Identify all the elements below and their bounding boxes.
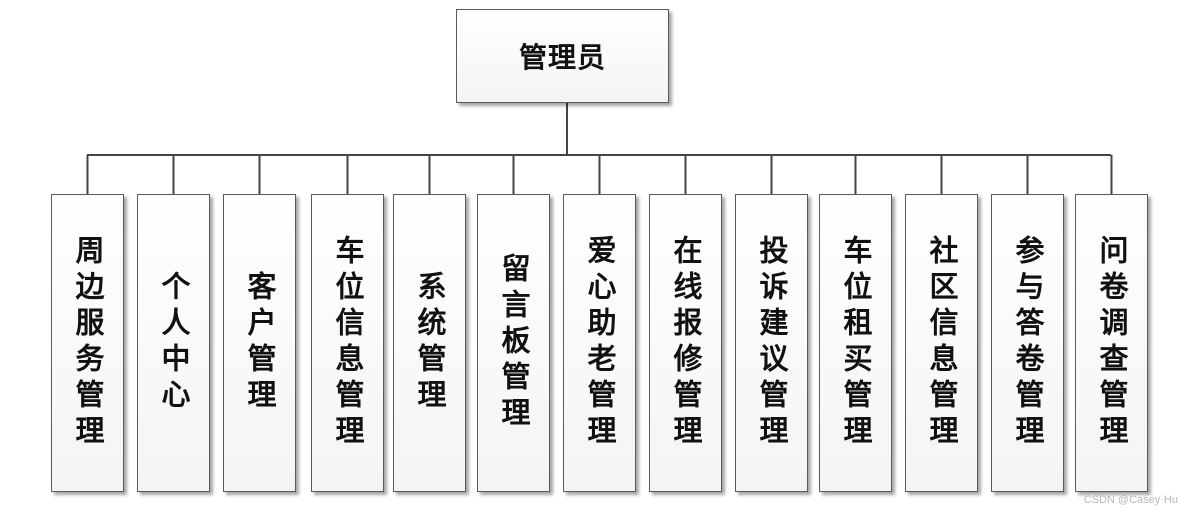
- child-node: 系统管理: [393, 194, 466, 492]
- child-node-label: 系统管理: [413, 271, 447, 415]
- child-node: 周边服务管理: [51, 194, 124, 492]
- child-node-label: 客户管理: [243, 271, 277, 415]
- child-node: 客户管理: [223, 194, 296, 492]
- child-node: 车位信息管理: [311, 194, 384, 492]
- child-node-label: 个人中心: [157, 271, 191, 415]
- child-node-label: 问卷调查管理: [1095, 235, 1129, 451]
- watermark: CSDN @Casey·Hu: [1083, 494, 1178, 506]
- child-node: 车位租买管理: [819, 194, 892, 492]
- child-node: 投诉建议管理: [735, 194, 808, 492]
- child-node-label: 爱心助老管理: [583, 235, 617, 451]
- child-node: 爱心助老管理: [563, 194, 636, 492]
- root-node-admin: 管理员: [456, 9, 669, 103]
- child-drop-lines: [86, 155, 1113, 194]
- child-node: 问卷调查管理: [1075, 194, 1148, 492]
- child-node: 留言板管理: [477, 194, 550, 492]
- child-node: 在线报修管理: [649, 194, 722, 492]
- child-node-label: 车位租买管理: [839, 235, 873, 451]
- child-node-label: 社区信息管理: [925, 235, 959, 451]
- child-node-label: 周边服务管理: [71, 235, 105, 451]
- child-node-label: 在线报修管理: [669, 235, 703, 451]
- root-node-label: 管理员: [518, 41, 606, 74]
- child-node: 社区信息管理: [905, 194, 978, 492]
- child-node-label: 投诉建议管理: [755, 235, 789, 451]
- child-node: 个人中心: [137, 194, 210, 492]
- child-node-label: 参与答卷管理: [1011, 235, 1045, 451]
- child-node-label: 留言板管理: [497, 253, 531, 433]
- child-node: 参与答卷管理: [991, 194, 1064, 492]
- child-node-label: 车位信息管理: [331, 235, 365, 451]
